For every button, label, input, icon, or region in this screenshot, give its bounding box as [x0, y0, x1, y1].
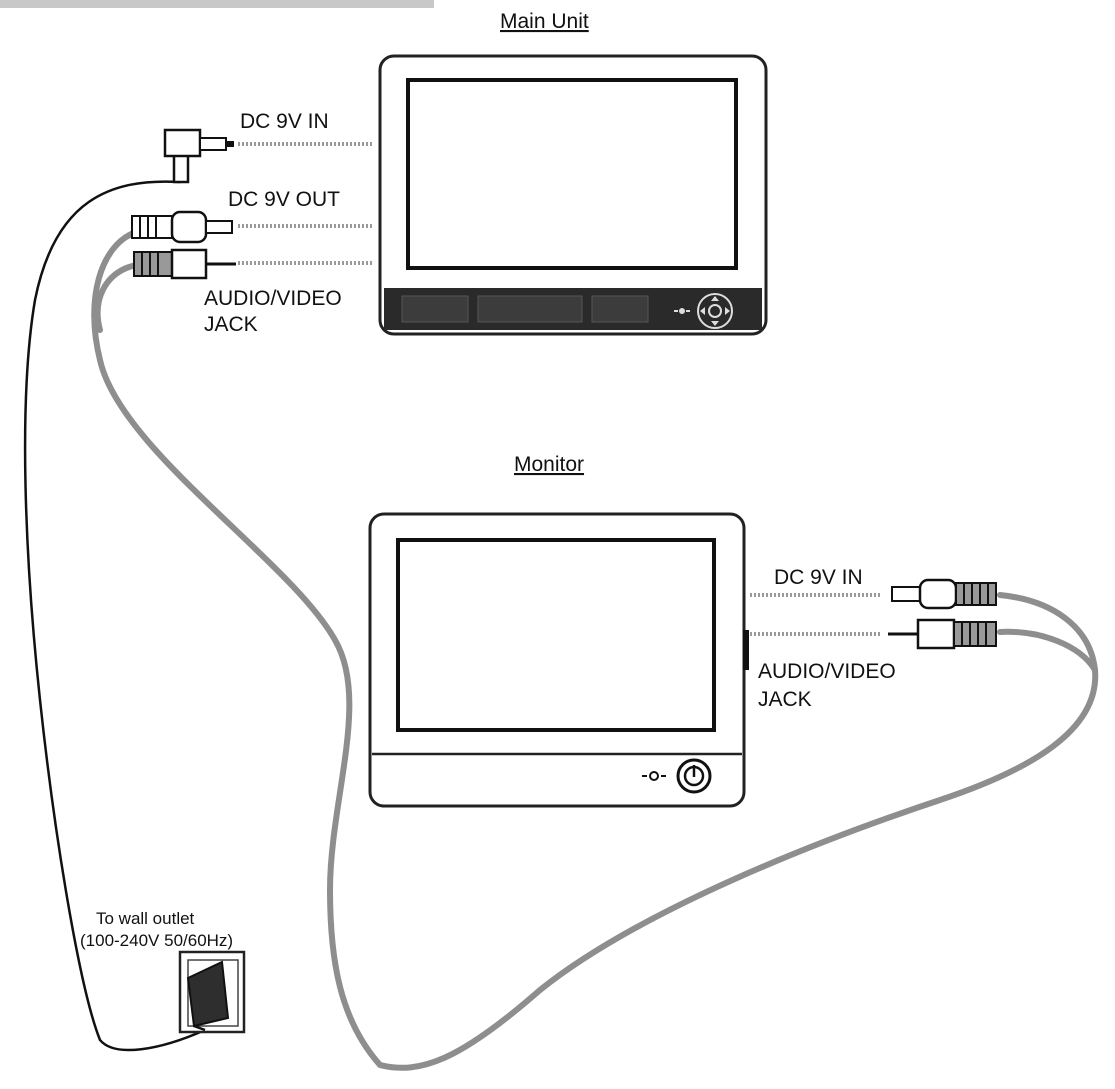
dc-plug-l-shaped: [163, 128, 234, 184]
monitor-side-jacks: [743, 630, 749, 670]
rca-plug-av: [133, 248, 236, 280]
strip-segment: [591, 295, 649, 323]
outlet-label-line1: To wall outlet: [96, 909, 195, 928]
monitor-title: Monitor: [514, 453, 584, 476]
monitor-av-label-line2: JACK: [758, 688, 812, 711]
monitor-rca-plug-av: [888, 618, 997, 650]
monitor: [368, 512, 749, 808]
strip-segment: [477, 295, 583, 323]
header-bar: [0, 0, 434, 8]
dpad-icon[interactable]: [697, 293, 733, 329]
power-button-icon[interactable]: [676, 758, 712, 794]
strip-segment: [401, 295, 469, 323]
led-icon: [642, 771, 666, 781]
main-unit-av-label-line1: AUDIO/VIDEO: [204, 287, 342, 310]
rca-plug-dc-out: [131, 210, 233, 244]
outlet-label-line2: (100-240V 50/60Hz): [80, 931, 233, 950]
main-unit-dc-in-label: DC 9V IN: [240, 110, 329, 133]
av-cable-strand: [94, 262, 139, 333]
av-cable: [91, 229, 1099, 1071]
monitor-dc-in-label: DC 9V IN: [774, 566, 863, 589]
monitor-screen: [396, 538, 716, 732]
power-cable: [23, 180, 207, 1052]
main-unit: [378, 54, 768, 336]
monitor-av-label-line1: AUDIO/VIDEO: [758, 660, 896, 683]
main-unit-screen: [406, 78, 738, 270]
led-icon: [674, 308, 690, 314]
power-adapter-icon: [186, 960, 230, 1032]
main-unit-dc-out-label: DC 9V OUT: [228, 188, 340, 211]
monitor-cable-strand: [997, 628, 1098, 673]
monitor-rca-plug-dc-in: [891, 578, 997, 610]
main-unit-av-label-line2: JACK: [204, 313, 258, 336]
main-unit-title: Main Unit: [500, 10, 589, 33]
